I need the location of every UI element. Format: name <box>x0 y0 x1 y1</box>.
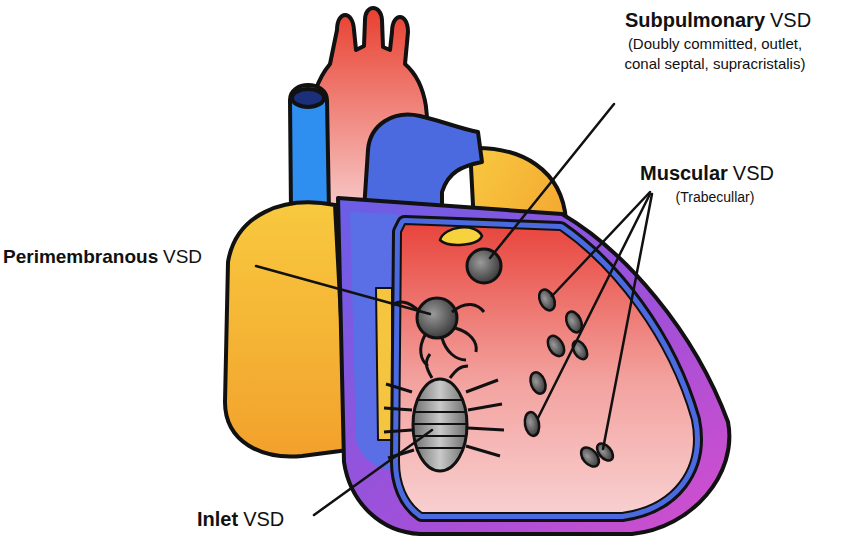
label-text: VSD <box>733 162 774 184</box>
leader-line <box>314 430 432 515</box>
leader-line <box>603 194 652 449</box>
chorda <box>452 304 484 312</box>
right-atrium <box>225 202 348 456</box>
chorda <box>442 338 466 360</box>
leader-line <box>490 104 614 258</box>
label-text: (Doubly committed, outlet, conal septal,… <box>625 35 806 72</box>
synonym-note: (Doubly committed, outlet, conal septal,… <box>620 34 810 74</box>
ventricular-septum-surface <box>399 224 694 513</box>
superior-vena-cava <box>290 85 329 212</box>
tricuspid-leaflet <box>376 288 392 440</box>
inlet-defect <box>413 379 467 471</box>
inlet-stripes <box>414 400 466 448</box>
perimembranous-defect <box>417 298 457 338</box>
muscular-defect <box>528 370 549 395</box>
stripes <box>414 400 466 448</box>
defect-name: Muscular <box>640 162 728 184</box>
defect-name: Subpulmonary <box>625 9 765 31</box>
defect-name: Perimembranous <box>3 246 158 267</box>
leader-line <box>256 266 430 314</box>
chorda <box>426 354 468 378</box>
septal-wall-edge <box>399 224 694 513</box>
chordae-upper <box>392 302 484 366</box>
leader-line <box>538 194 650 418</box>
heart <box>225 8 729 534</box>
type-label: MuscularVSD <box>640 161 774 185</box>
label-text: (Trabecullar) <box>676 189 755 205</box>
label-text: VSD <box>770 9 811 31</box>
type-label: InletVSD <box>197 507 284 531</box>
type-label: PerimembranousVSD <box>3 246 202 269</box>
label-text: VSD <box>243 508 284 530</box>
muscular-defect <box>536 287 558 313</box>
defect-name: Inlet <box>197 508 238 530</box>
synonym-note: (Trabecullar) <box>640 187 790 207</box>
type-label: SubpulmonaryVSD <box>625 8 811 32</box>
chordae-lower <box>384 354 504 458</box>
pulmonary-valve <box>440 227 482 245</box>
vena-cava-opening <box>292 89 324 107</box>
subpulmonary-defect <box>467 249 501 283</box>
leader-lines <box>256 104 652 515</box>
chorda <box>455 328 476 352</box>
septal-wall <box>399 224 694 513</box>
label-text: VSD <box>163 246 202 267</box>
ventricles <box>338 198 729 534</box>
muscular-defects <box>523 287 616 470</box>
chorda <box>466 380 504 456</box>
muscular-defect <box>544 333 567 359</box>
